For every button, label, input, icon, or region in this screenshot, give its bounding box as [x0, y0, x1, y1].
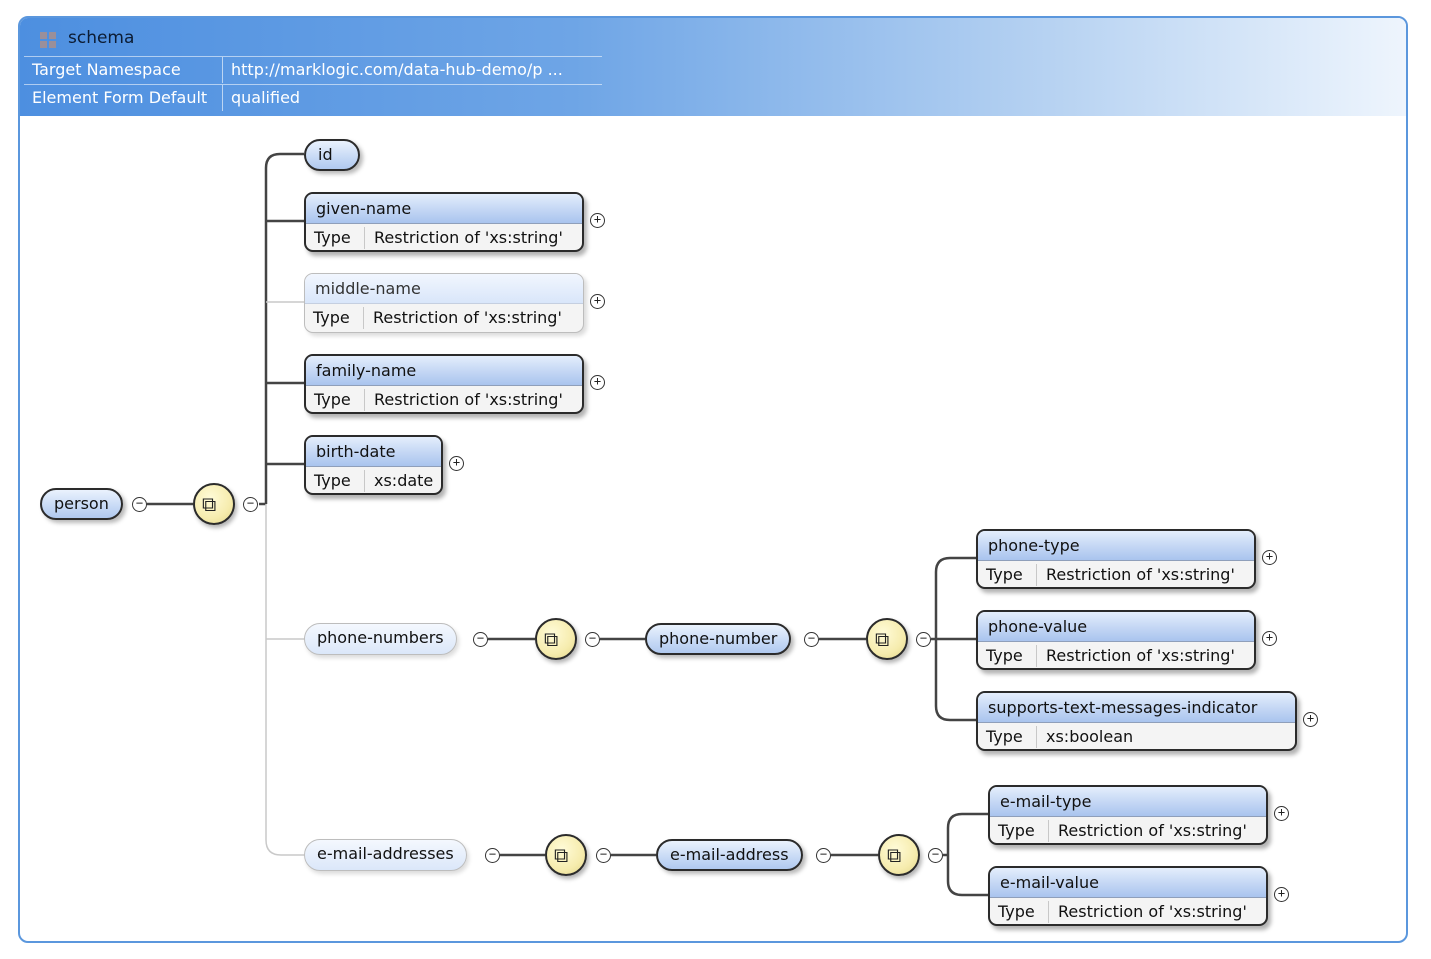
collapse-icon[interactable]: − — [473, 632, 488, 647]
schema-title: schema — [68, 28, 135, 48]
element-e-mail-address[interactable]: e-mail-address — [656, 839, 803, 871]
collapse-icon[interactable]: − — [916, 632, 931, 647]
expand-icon[interactable]: + — [1262, 631, 1277, 646]
element-family-name[interactable]: family-name Type Restriction of 'xs:strin… — [304, 354, 584, 414]
sequence-compositor-icon[interactable]: ⧉ — [535, 618, 577, 660]
sequence-compositor-icon[interactable]: ⧉ — [878, 834, 920, 876]
element-phone-numbers[interactable]: phone-numbers — [304, 623, 457, 655]
type-label: Type — [314, 228, 351, 247]
collapse-icon[interactable]: − — [243, 497, 258, 512]
type-row: Type Restriction of 'xs:string' — [978, 561, 1254, 587]
target-namespace-value: http://marklogic.com/data-hub-demo/p ... — [231, 60, 563, 79]
element-name: supports-text-messages-indicator — [978, 693, 1295, 723]
element-name: given-name — [306, 194, 582, 224]
element-form-default-row: Element Form Default qualified — [24, 84, 602, 111]
expand-icon[interactable]: + — [590, 294, 605, 309]
target-namespace-label: Target Namespace — [32, 60, 181, 79]
grid-icon — [40, 32, 56, 48]
collapse-icon[interactable]: − — [816, 848, 831, 863]
type-value: Restriction of 'xs:string' — [1046, 646, 1235, 665]
element-phone-type[interactable]: phone-type Type Restriction of 'xs:string… — [976, 529, 1256, 589]
expand-icon[interactable]: + — [1303, 712, 1318, 727]
element-name: birth-date — [306, 437, 441, 467]
element-middle-name[interactable]: middle-name Type Restriction of 'xs:strin… — [304, 273, 584, 333]
type-label: Type — [986, 565, 1023, 584]
type-value: Restriction of 'xs:string' — [1058, 821, 1247, 840]
collapse-icon[interactable]: − — [585, 632, 600, 647]
type-label: Type — [313, 308, 350, 327]
element-e-mail-value[interactable]: e-mail-value Type Restriction of 'xs:stri… — [988, 866, 1268, 926]
element-form-default-value: qualified — [231, 88, 301, 107]
collapse-icon[interactable]: − — [804, 632, 819, 647]
type-value: Restriction of 'xs:string' — [1058, 902, 1247, 921]
element-person[interactable]: person — [40, 488, 123, 520]
element-given-name[interactable]: given-name Type Restriction of 'xs:string… — [304, 192, 584, 252]
element-e-mail-type[interactable]: e-mail-type Type Restriction of 'xs:strin… — [988, 785, 1268, 845]
expand-icon[interactable]: + — [1262, 550, 1277, 565]
type-label: Type — [986, 727, 1023, 746]
element-name: id — [318, 145, 333, 164]
expand-icon[interactable]: + — [1274, 887, 1289, 902]
expand-icon[interactable]: + — [1274, 806, 1289, 821]
element-birth-date[interactable]: birth-date Type xs:date — [304, 435, 443, 495]
type-row: Type Restriction of 'xs:string' — [305, 304, 583, 332]
element-name: phone-numbers — [317, 628, 444, 647]
type-label: Type — [998, 821, 1035, 840]
element-name: e-mail-type — [990, 787, 1266, 817]
type-value: xs:boolean — [1046, 727, 1134, 746]
schema-header: schema Target Namespace http://marklogic… — [20, 18, 1406, 116]
type-row: Type Restriction of 'xs:string' — [978, 642, 1254, 668]
type-label: Type — [314, 471, 351, 490]
element-name: phone-type — [978, 531, 1254, 561]
expand-icon[interactable]: + — [590, 213, 605, 228]
type-value: Restriction of 'xs:string' — [374, 228, 563, 247]
element-name: e-mail-address — [670, 845, 789, 864]
type-value: xs:date — [374, 471, 434, 490]
type-label: Type — [314, 390, 351, 409]
element-form-default-label: Element Form Default — [32, 88, 208, 107]
type-row: Type Restriction of 'xs:string' — [306, 386, 582, 412]
type-label: Type — [998, 902, 1035, 921]
element-name: phone-number — [659, 629, 778, 648]
type-value: Restriction of 'xs:string' — [374, 390, 563, 409]
sequence-compositor-icon[interactable]: ⧉ — [866, 618, 908, 660]
type-value: Restriction of 'xs:string' — [373, 308, 562, 327]
element-name: e-mail-addresses — [317, 844, 454, 863]
type-row: Type xs:boolean — [978, 723, 1295, 749]
expand-icon[interactable]: + — [449, 456, 464, 471]
element-name: middle-name — [305, 274, 583, 304]
element-name: person — [54, 494, 109, 513]
element-phone-number[interactable]: phone-number — [645, 623, 792, 655]
sequence-compositor-icon[interactable]: ⧉ — [545, 834, 587, 876]
type-row: Type xs:date — [306, 467, 441, 493]
element-supports-text-messages-indicator[interactable]: supports-text-messages-indicator Type xs:… — [976, 691, 1297, 751]
element-name: phone-value — [978, 612, 1254, 642]
collapse-icon[interactable]: − — [132, 497, 147, 512]
collapse-icon[interactable]: − — [928, 848, 943, 863]
element-name: e-mail-value — [990, 868, 1266, 898]
collapse-icon[interactable]: − — [485, 848, 500, 863]
element-e-mail-addresses[interactable]: e-mail-addresses — [304, 839, 467, 871]
type-row: Type Restriction of 'xs:string' — [306, 224, 582, 250]
element-id[interactable]: id — [304, 139, 360, 171]
element-phone-value[interactable]: phone-value Type Restriction of 'xs:strin… — [976, 610, 1256, 670]
expand-icon[interactable]: + — [590, 375, 605, 390]
type-value: Restriction of 'xs:string' — [1046, 565, 1235, 584]
collapse-icon[interactable]: − — [596, 848, 611, 863]
type-label: Type — [986, 646, 1023, 665]
type-row: Type Restriction of 'xs:string' — [990, 898, 1266, 924]
schema-diagram-panel: schema Target Namespace http://marklogic… — [18, 16, 1408, 943]
target-namespace-row: Target Namespace http://marklogic.com/da… — [24, 56, 602, 83]
element-name: family-name — [306, 356, 582, 386]
sequence-compositor-icon[interactable]: ⧉ — [193, 483, 235, 525]
type-row: Type Restriction of 'xs:string' — [990, 817, 1266, 843]
